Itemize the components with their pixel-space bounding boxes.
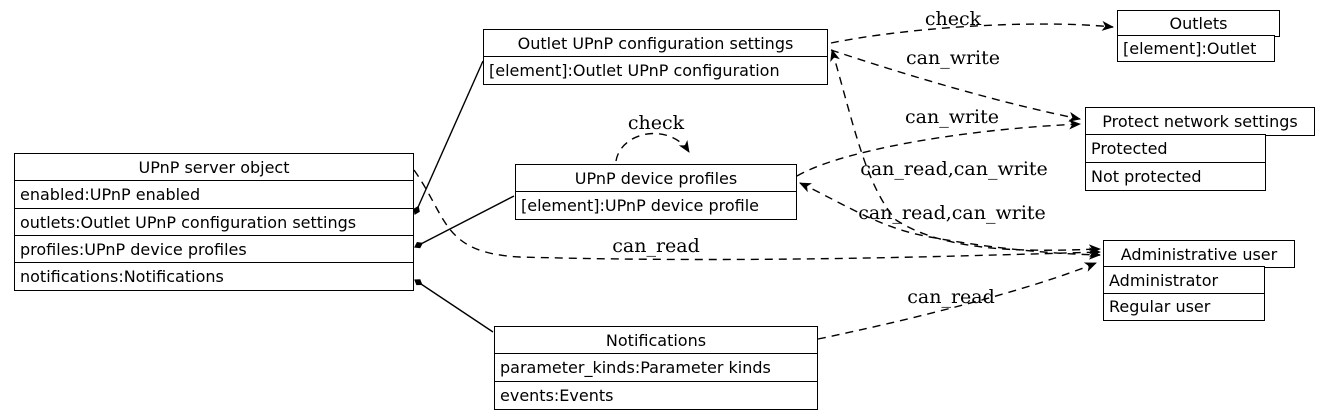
node-outlet-upnp-configuration-settings: Outlet UPnP configuration settings [elem…	[483, 29, 828, 86]
edge-canread-notifications-admin	[817, 262, 1097, 340]
edge-label-canreadwrite-profiles: can_read,can_write	[858, 202, 1046, 224]
node-title: Outlet UPnP configuration settings	[483, 29, 828, 58]
node-row: Administrator	[1103, 266, 1265, 295]
node-title: UPnP device profiles	[515, 164, 797, 193]
node-title: Outlets	[1117, 10, 1280, 37]
edge-server-notifications	[414, 279, 494, 333]
node-row: outlets:Outlet UPnP configuration settin…	[14, 207, 414, 237]
node-row: enabled:UPnP enabled	[14, 180, 414, 210]
edge-label-canreadwrite-outletconfig: can_read,can_write	[860, 158, 1048, 180]
edge-label-check-selfloop: check	[627, 112, 685, 134]
edge-check-selfloop-profiles	[615, 132, 690, 162]
node-row: [element]:Outlet	[1117, 35, 1275, 63]
edge-check-outlets	[830, 20, 1114, 44]
edge-label-canread-notifications: can_read	[907, 286, 995, 308]
node-row: Protected	[1085, 134, 1266, 164]
node-title: Notifications	[494, 326, 818, 355]
node-row: notifications:Notifications	[14, 262, 414, 292]
edge-label-canread-server: can_read	[612, 235, 700, 257]
edge-server-deviceprofiles	[414, 195, 515, 249]
edge-label-check-outlets: check	[924, 8, 982, 30]
node-title: Protect network settings	[1085, 107, 1315, 136]
node-row: parameter_kinds:Parameter kinds	[494, 353, 818, 383]
edge-canread-server-admin	[413, 169, 1101, 261]
edge-label-canwrite-outletconfig: can_write	[905, 47, 1001, 69]
node-row: Not protected	[1085, 161, 1266, 191]
node-row: events:Events	[494, 380, 818, 410]
node-row: profiles:UPnP device profiles	[14, 234, 414, 264]
node-row: [element]:Outlet UPnP configuration	[483, 56, 828, 86]
edge-server-outletconfig	[413, 60, 484, 215]
dashed-relation-edges	[413, 20, 1114, 340]
node-outlets: Outlets [element]:Outlet	[1117, 10, 1280, 63]
node-upnp-device-profiles: UPnP device profiles [element]:UPnP devi…	[515, 164, 797, 221]
node-protect-network-settings: Protect network settings Protected Not p…	[1085, 107, 1315, 191]
node-title: UPnP server object	[14, 153, 414, 182]
node-title: Administrative user	[1103, 240, 1295, 268]
node-administrative-user: Administrative user Administrator Regula…	[1103, 240, 1295, 321]
node-row: [element]:UPnP device profile	[515, 191, 797, 221]
node-row: Regular user	[1103, 292, 1265, 321]
solid-containment-edges	[413, 60, 515, 333]
node-upnp-server-object: UPnP server object enabled:UPnP enabled …	[14, 153, 414, 292]
edge-label-canwrite-profiles: can_write	[904, 106, 1000, 128]
node-notifications: Notifications parameter_kinds:Parameter …	[494, 326, 818, 410]
